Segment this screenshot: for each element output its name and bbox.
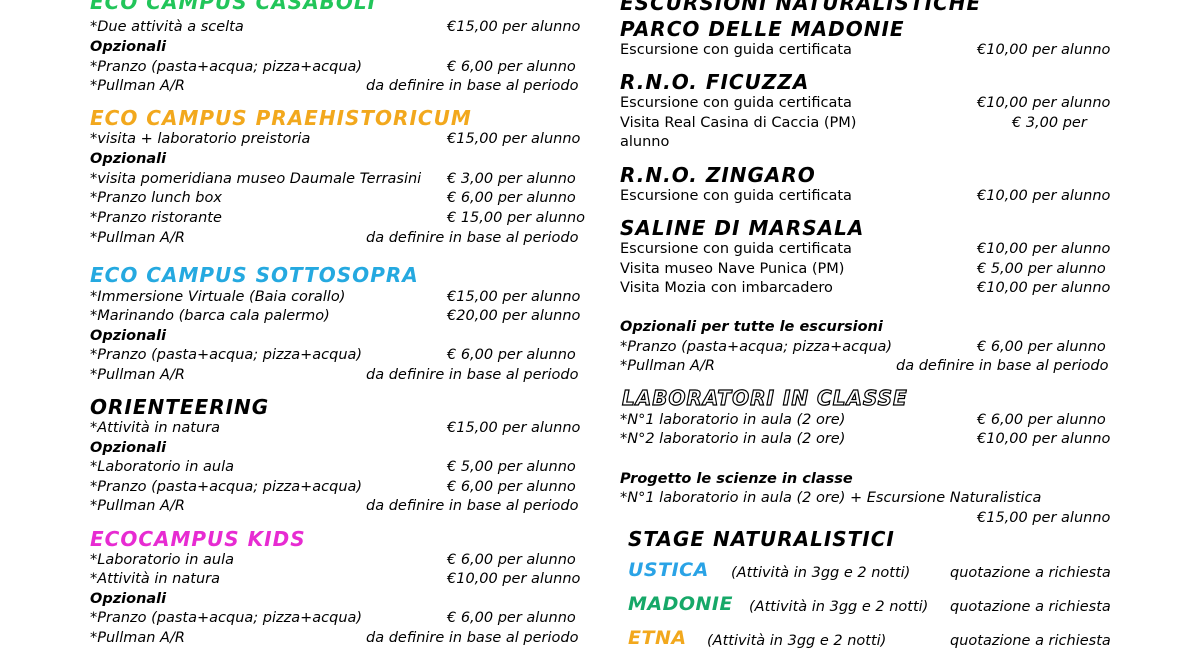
casaboli-optional-label: Opzionali bbox=[90, 39, 167, 55]
sottosopra-row-4-label: *Pullman A/R bbox=[90, 367, 185, 383]
stage-madonie-price: quotazione a richiesta bbox=[950, 599, 1111, 615]
praehistoricum-row-1-label: *visita + laboratorio preistoria bbox=[90, 131, 311, 147]
progetto-title: Progetto le scienze in classe bbox=[620, 471, 853, 487]
praehistoricum-row-3-price: € 6,00 per alunno bbox=[447, 190, 576, 206]
stage-etna-desc: (Attività in 3gg e 2 notti) bbox=[707, 633, 887, 649]
ficuzza-row-1-label: Escursione con guida certificata bbox=[620, 95, 852, 111]
section-title-casaboli: ECO CAMPUS CASABOLI bbox=[90, 0, 377, 14]
casaboli-row-2-label: *Pranzo (pasta+acqua; pizza+acqua) bbox=[90, 59, 363, 75]
casaboli-row-3-label: *Pullman A/R bbox=[90, 78, 185, 94]
praehistoricum-row-3-label: *Pranzo lunch box bbox=[90, 190, 222, 206]
sottosopra-row-1-price: €15,00 per alunno bbox=[447, 289, 581, 305]
laboratori-row-1-label: *N°1 laboratorio in aula (2 ore) bbox=[620, 412, 846, 428]
orienteering-row-1-label: *Attività in natura bbox=[90, 420, 220, 436]
section-title-ficuzza: R.N.O. FICUZZA bbox=[620, 70, 810, 94]
orienteering-optional-label: Opzionali bbox=[90, 440, 167, 456]
laboratori-row-1-price: € 6,00 per alunno bbox=[977, 412, 1106, 428]
kids-row-4-price: da definire in base al periodo bbox=[366, 630, 579, 646]
opzionali-row-2-price: da definire in base al periodo bbox=[896, 358, 1109, 374]
sottosopra-row-1-label: *Immersione Virtuale (Baia corallo) bbox=[90, 289, 346, 305]
section-title-marsala: SALINE DI MARSALA bbox=[620, 216, 865, 240]
kids-row-4-label: *Pullman A/R bbox=[90, 630, 185, 646]
marsala-row-1-price: €10,00 per alunno bbox=[977, 241, 1111, 257]
stage-ustica-price: quotazione a richiesta bbox=[950, 565, 1111, 581]
ficuzza-row-1-price: €10,00 per alunno bbox=[977, 95, 1111, 111]
orienteering-row-1-price: €15,00 per alunno bbox=[447, 420, 581, 436]
section-title-kids: ECOCAMPUS KIDS bbox=[90, 527, 306, 551]
sottosopra-row-4-price: da definire in base al periodo bbox=[366, 367, 579, 383]
madonie-row-1-label: Escursione con guida certificata bbox=[620, 42, 852, 58]
stage-madonie-desc: (Attività in 3gg e 2 notti) bbox=[749, 599, 929, 615]
praehistoricum-row-2-label: *visita pomeridiana museo Daumale Terras… bbox=[90, 171, 422, 187]
laboratori-row-2-price: €10,00 per alunno bbox=[977, 431, 1111, 447]
praehistoricum-row-4-label: *Pranzo ristorante bbox=[90, 210, 222, 226]
sottosopra-row-2-price: €20,00 per alunno bbox=[447, 308, 581, 324]
praehistoricum-optional-label: Opzionali bbox=[90, 151, 167, 167]
ficuzza-row-2-price: € 3,00 per bbox=[1012, 115, 1087, 131]
ficuzza-row-2-continuation: alunno bbox=[620, 134, 670, 150]
casaboli-row-3-price: da definire in base al periodo bbox=[366, 78, 579, 94]
praehistoricum-row-5-price: da definire in base al periodo bbox=[366, 230, 579, 246]
marsala-row-2-price: € 5,00 per alunno bbox=[977, 261, 1106, 277]
stage-ustica-name: USTICA bbox=[628, 559, 709, 581]
orienteering-row-4-price: da definire in base al periodo bbox=[366, 498, 579, 514]
opzionali-row-1-label: *Pranzo (pasta+acqua; pizza+acqua) bbox=[620, 339, 893, 355]
marsala-row-3-price: €10,00 per alunno bbox=[977, 280, 1111, 296]
section-title-madonie-park: PARCO DELLE MADONIE bbox=[620, 17, 905, 41]
sottosopra-row-2-label: *Marinando (barca cala palermo) bbox=[90, 308, 330, 324]
sottosopra-row-3-label: *Pranzo (pasta+acqua; pizza+acqua) bbox=[90, 347, 363, 363]
kids-row-3-label: *Pranzo (pasta+acqua; pizza+acqua) bbox=[90, 610, 363, 626]
zingaro-row-1-price: €10,00 per alunno bbox=[977, 188, 1111, 204]
casaboli-row-1-price: €15,00 per alunno bbox=[447, 19, 581, 35]
marsala-row-3-label: Visita Mozia con imbarcadero bbox=[620, 280, 833, 296]
section-title-praehistoricum: ECO CAMPUS PRAEHISTORICUM bbox=[90, 106, 472, 130]
section-title-stage: STAGE NATURALISTICI bbox=[628, 527, 895, 551]
kids-optional-label: Opzionali bbox=[90, 591, 167, 607]
praehistoricum-row-5-label: *Pullman A/R bbox=[90, 230, 185, 246]
kids-row-1-price: € 6,00 per alunno bbox=[447, 552, 576, 568]
opzionali-row-1-price: € 6,00 per alunno bbox=[977, 339, 1106, 355]
kids-row-3-price: € 6,00 per alunno bbox=[447, 610, 576, 626]
casaboli-row-1-label: *Due attività a scelta bbox=[90, 19, 244, 35]
marsala-row-2-label: Visita museo Nave Punica (PM) bbox=[620, 261, 845, 277]
section-title-laboratori: LABORATORI IN CLASSE bbox=[621, 386, 908, 410]
praehistoricum-row-2-price: € 3,00 per alunno bbox=[447, 171, 576, 187]
orienteering-row-2-label: *Laboratorio in aula bbox=[90, 459, 234, 475]
madonie-row-1-price: €10,00 per alunno bbox=[977, 42, 1111, 58]
ficuzza-row-2-label: Visita Real Casina di Caccia (PM) bbox=[620, 115, 857, 131]
stage-etna-name: ETNA bbox=[628, 627, 687, 649]
opzionali-row-2-label: *Pullman A/R bbox=[620, 358, 715, 374]
zingaro-row-1-label: Escursione con guida certificata bbox=[620, 188, 852, 204]
section-title-zingaro: R.N.O. ZINGARO bbox=[620, 163, 816, 187]
stage-madonie-name: MADONIE bbox=[628, 593, 733, 615]
laboratori-row-2-label: *N°2 laboratorio in aula (2 ore) bbox=[620, 431, 846, 447]
progetto-row-1-label: *N°1 laboratorio in aula (2 ore) + Escur… bbox=[620, 490, 1042, 506]
sottosopra-optional-label: Opzionali bbox=[90, 328, 167, 344]
progetto-row-1-price: €15,00 per alunno bbox=[977, 510, 1111, 526]
section-title-escursioni: ESCURSIONI NATURALISTICHE bbox=[620, 0, 982, 15]
kids-row-1-label: *Laboratorio in aula bbox=[90, 552, 234, 568]
opzionali-title: Opzionali per tutte le escursioni bbox=[620, 319, 883, 335]
kids-row-2-label: *Attività in natura bbox=[90, 571, 220, 587]
stage-etna-price: quotazione a richiesta bbox=[950, 633, 1111, 649]
marsala-row-1-label: Escursione con guida certificata bbox=[620, 241, 852, 257]
praehistoricum-row-4-price: € 15,00 per alunno bbox=[447, 210, 586, 226]
orienteering-row-3-label: *Pranzo (pasta+acqua; pizza+acqua) bbox=[90, 479, 363, 495]
stage-ustica-desc: (Attività in 3gg e 2 notti) bbox=[731, 565, 911, 581]
kids-row-2-price: €10,00 per alunno bbox=[447, 571, 581, 587]
section-title-orienteering: ORIENTEERING bbox=[90, 395, 270, 419]
sottosopra-row-3-price: € 6,00 per alunno bbox=[447, 347, 576, 363]
orienteering-row-2-price: € 5,00 per alunno bbox=[447, 459, 576, 475]
praehistoricum-row-1-price: €15,00 per alunno bbox=[447, 131, 581, 147]
section-title-sottosopra: ECO CAMPUS SOTTOSOPRA bbox=[90, 263, 419, 287]
casaboli-row-2-price: € 6,00 per alunno bbox=[447, 59, 576, 75]
orienteering-row-4-label: *Pullman A/R bbox=[90, 498, 185, 514]
orienteering-row-3-price: € 6,00 per alunno bbox=[447, 479, 576, 495]
